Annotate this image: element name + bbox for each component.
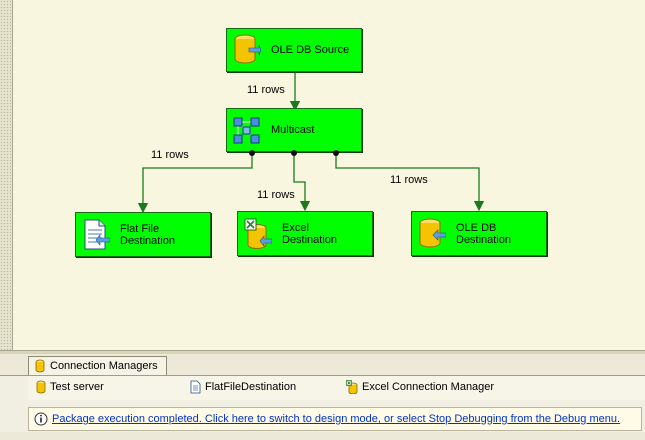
- flat-file-destination-label: Flat File Destination: [120, 222, 176, 247]
- switch-to-design-mode-link[interactable]: Package execution completed. Click here …: [52, 413, 621, 425]
- tab-connection-managers-label: Connection Managers: [50, 360, 158, 372]
- connection-item-excel[interactable]: Excel Connection Manager: [346, 380, 494, 394]
- connection-manager-icon: [35, 359, 45, 373]
- rows-label-flatfile: 11 rows: [151, 149, 189, 161]
- database-destination-icon: [419, 218, 446, 247]
- connection-item-label: Test server: [50, 381, 104, 393]
- bottom-border: [0, 432, 645, 440]
- multicast-icon: [233, 117, 260, 144]
- panel-splitter[interactable]: [0, 350, 645, 355]
- excel-destination-label: Excel Destination: [282, 221, 338, 246]
- flat-file-destination-task[interactable]: Flat File Destination: [75, 212, 211, 257]
- excel-connection-icon: [346, 380, 358, 394]
- toolbox-rail: [0, 0, 13, 350]
- path-multicast-to-excel: [293, 152, 311, 212]
- connection-item-label: FlatFileDestination: [205, 381, 297, 393]
- connection-item-test-server[interactable]: Test server: [36, 380, 104, 394]
- design-canvas[interactable]: OLE DB Source 11 rows Multicast 11 rows …: [0, 0, 645, 350]
- connection-managers-pane: Test server FlatFileDestination Excel Co…: [28, 376, 645, 400]
- info-icon: [34, 412, 48, 426]
- multicast-label: Multicast: [271, 124, 315, 136]
- rows-label-oledb: 11 rows: [390, 174, 428, 186]
- multicast-task[interactable]: Multicast: [226, 108, 362, 152]
- database-source-icon: [234, 34, 261, 64]
- connection-managers-tabbar: Connection Managers: [0, 354, 645, 376]
- database-connection-icon: [36, 380, 46, 394]
- excel-destination-icon: [244, 218, 272, 249]
- ole-db-source-task[interactable]: OLE DB Source: [226, 28, 362, 72]
- status-bar: Package execution completed. Click here …: [28, 407, 642, 431]
- connection-item-label: Excel Connection Manager: [362, 381, 495, 393]
- rows-label-excel: 11 rows: [257, 189, 295, 201]
- output-handle-2[interactable]: [291, 150, 297, 156]
- flat-file-connection-icon: [190, 380, 201, 394]
- ole-db-source-label: OLE DB Source: [271, 44, 350, 56]
- output-handle-1[interactable]: [249, 150, 255, 156]
- ole-db-destination-label: OLE DB Destination: [456, 221, 512, 246]
- connection-item-flatfile[interactable]: FlatFileDestination: [190, 380, 296, 394]
- excel-destination-task[interactable]: Excel Destination: [237, 211, 373, 256]
- output-handle-3[interactable]: [333, 150, 339, 156]
- flat-file-icon: [84, 219, 110, 249]
- ole-db-destination-task[interactable]: OLE DB Destination: [411, 211, 547, 256]
- tab-connection-managers[interactable]: Connection Managers: [28, 356, 167, 375]
- rows-label-source: 11 rows: [247, 84, 285, 96]
